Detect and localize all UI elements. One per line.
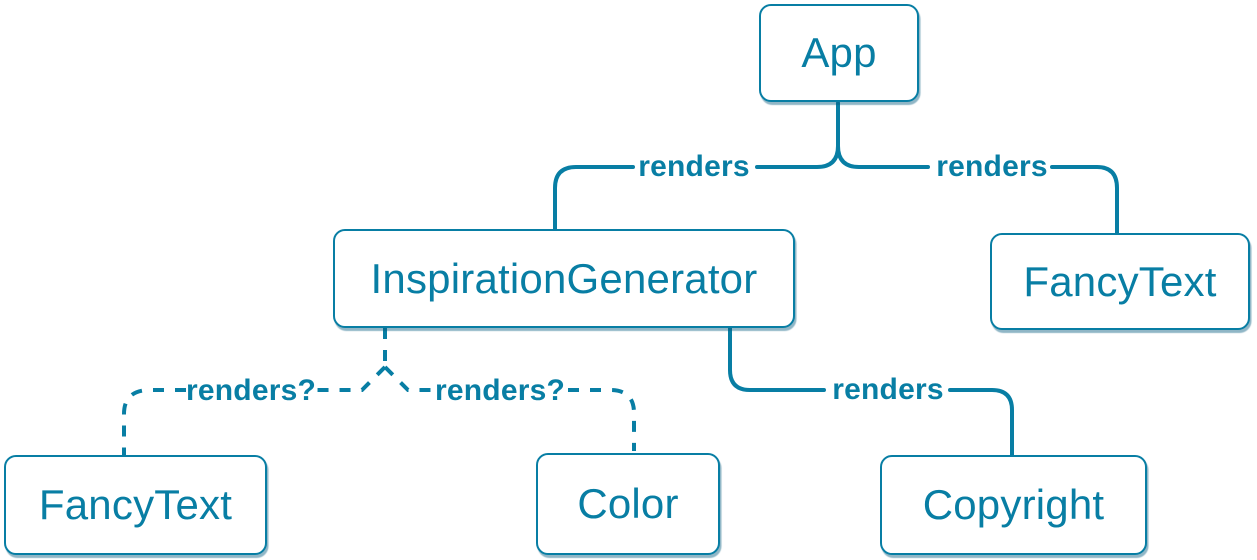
edge-app-to-fancy-text [836, 144, 1119, 235]
edge-label-inspiration-generator-renders-fancy-text: renders? [186, 374, 316, 407]
node-fancy-text-bottom-label: FancyText [38, 481, 233, 528]
edge-label-inspiration-generator-renders-color: renders? [435, 374, 565, 407]
edge-inspiration-generator-to-fancy-text-dashed [122, 365, 387, 455]
node-fancy-text-top: FancyText [990, 233, 1250, 330]
node-fancy-text-bottom: FancyText [4, 455, 267, 555]
node-color-label: Color [577, 480, 679, 527]
edge-inspiration-generator-to-color-dashed [383, 365, 636, 451]
node-app: App [759, 4, 919, 102]
node-copyright: Copyright [880, 455, 1147, 555]
node-inspiration-generator-label: InspirationGenerator [370, 254, 758, 302]
edge-inspiration-generator-to-copyright [728, 326, 1014, 457]
node-color: Color [536, 453, 720, 555]
edge-label-app-renders-inspiration-generator: renders [638, 150, 750, 183]
node-app-label: App [801, 29, 877, 76]
edge-label-inspiration-generator-renders-copyright: renders [832, 373, 944, 406]
edge-label-app-renders-fancy-text: renders [936, 150, 1048, 183]
node-copyright-label: Copyright [922, 481, 1105, 528]
node-fancy-text-top-label: FancyText [1023, 257, 1217, 305]
node-inspiration-generator: InspirationGenerator [333, 229, 795, 328]
